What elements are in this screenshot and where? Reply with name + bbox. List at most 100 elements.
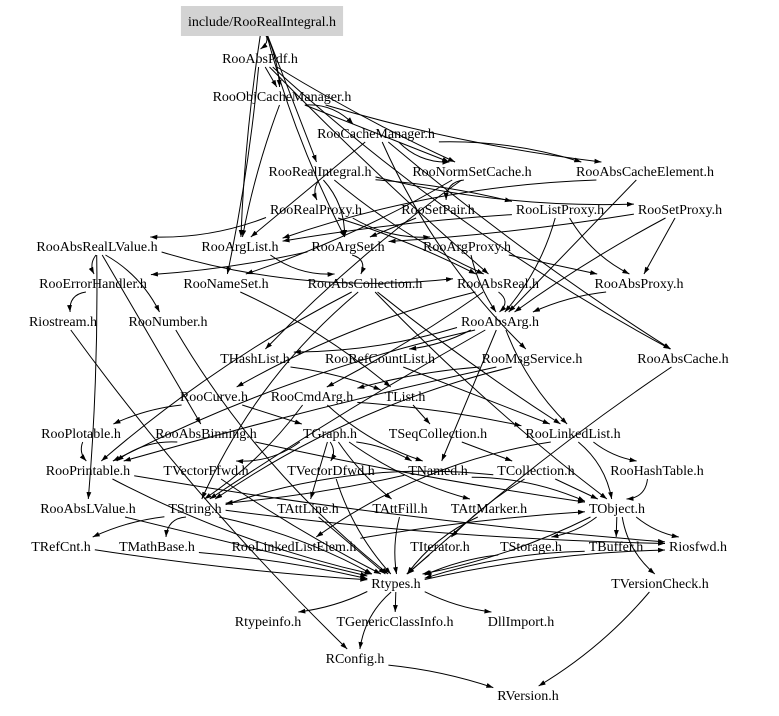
graph-node-RooHashTable[interactable]: RooHashTable.h xyxy=(610,464,704,479)
edge-RooAbsReal-to-RooCmdArg xyxy=(326,291,484,388)
graph-node-RooArgSet[interactable]: RooArgSet.h xyxy=(311,240,384,255)
graph-node-RooMsgService[interactable]: RooMsgService.h xyxy=(482,352,583,367)
edge-TVectorDfwd-to-Rtypes xyxy=(335,478,392,575)
edge-RooLinkedList-to-RooLinkedListElem xyxy=(315,441,551,538)
graph-node-TSeqCollection[interactable]: TSeqCollection.h xyxy=(389,427,487,442)
graph-node-RooNormSetCache[interactable]: RooNormSetCache.h xyxy=(412,165,531,180)
graph-node-RooPrintable[interactable]: RooPrintable.h xyxy=(46,464,130,479)
graph-node-RooAbsLValue[interactable]: RooAbsLValue.h xyxy=(40,502,136,517)
graph-node-TVectorDfwd[interactable]: TVectorDfwd.h xyxy=(287,464,374,479)
node-label: Riosfwd.h xyxy=(669,540,727,555)
graph-node-RooRealIntegral[interactable]: RooRealIntegral.h xyxy=(268,165,371,180)
graph-node-TNamed[interactable]: TNamed.h xyxy=(408,464,467,479)
graph-node-TString[interactable]: TString.h xyxy=(168,502,221,517)
graph-node-RooListProxy[interactable]: RooListProxy.h xyxy=(516,203,604,218)
edge-TCollection-to-TObject xyxy=(554,478,599,500)
graph-node-TGenericClassInfo[interactable]: TGenericClassInfo.h xyxy=(336,615,453,630)
graph-node-TCollection[interactable]: TCollection.h xyxy=(497,464,574,479)
graph-node-RooAbsPdf[interactable]: RooAbsPdf.h xyxy=(222,52,298,67)
edge-RooSetProxy-to-RooAbsProxy xyxy=(643,217,676,275)
edge-RooAbsCollection-to-TString xyxy=(201,291,359,500)
node-label: TString.h xyxy=(168,502,221,517)
node-label: TGenericClassInfo.h xyxy=(336,615,453,630)
graph-node-Rtypeinfo[interactable]: Rtypeinfo.h xyxy=(235,615,302,630)
graph-node-RooAbsCacheElement[interactable]: RooAbsCacheElement.h xyxy=(576,165,714,180)
graph-node-TAttMarker[interactable]: TAttMarker.h xyxy=(451,502,527,517)
graph-node-Rtypes[interactable]: Rtypes.h xyxy=(371,577,420,592)
node-label: RooRealIntegral.h xyxy=(268,165,371,180)
graph-node-TVectorFfwd[interactable]: TVectorFfwd.h xyxy=(163,464,248,479)
edge-TVersionCheck-to-RVersion xyxy=(538,591,650,687)
graph-node-RVersion[interactable]: RVersion.h xyxy=(497,689,559,704)
node-label: TBuffer.h xyxy=(589,540,644,555)
graph-node-THashList[interactable]: THashList.h xyxy=(220,352,290,367)
node-label: RooNumber.h xyxy=(129,315,208,330)
edge-RooAbsCollection-to-RooPrintable xyxy=(100,291,352,462)
graph-node-TStorage[interactable]: TStorage.h xyxy=(500,540,562,555)
node-label: RooArgProxy.h xyxy=(423,240,511,255)
graph-node-TVersionCheck[interactable]: TVersionCheck.h xyxy=(611,577,709,592)
graph-node-TGraph[interactable]: TGraph.h xyxy=(303,427,357,442)
graph-node-RooSetProxy[interactable]: RooSetProxy.h xyxy=(638,203,722,218)
graph-node-TObject[interactable]: TObject.h xyxy=(589,502,645,517)
edge-RooCacheManager-to-RooAbsCache xyxy=(387,141,671,350)
graph-node-RooAbsCache[interactable]: RooAbsCache.h xyxy=(637,352,728,367)
node-label: Riostream.h xyxy=(29,315,97,330)
graph-node-RooAbsBinning[interactable]: RooAbsBinning.h xyxy=(155,427,257,442)
graph-node-RooArgList[interactable]: RooArgList.h xyxy=(201,240,278,255)
graph-node-RooAbsArg[interactable]: RooAbsArg.h xyxy=(461,315,539,330)
graph-edges xyxy=(67,29,679,689)
graph-node-root[interactable]: include/RooRealIntegral.h xyxy=(180,6,344,36)
edge-RooCacheManager-to-RooArgList xyxy=(250,141,366,238)
graph-node-RooErrorHandler[interactable]: RooErrorHandler.h xyxy=(39,277,147,292)
graph-node-RooAbsReal[interactable]: RooAbsReal.h xyxy=(457,277,539,292)
graph-node-RooPlotable[interactable]: RooPlotable.h xyxy=(41,427,121,442)
edge-RooAbsRealLValue-to-RooAbsReal xyxy=(161,251,454,284)
edge-TGraph-to-TAttLine xyxy=(310,441,328,500)
graph-node-TIterator[interactable]: TIterator.h xyxy=(410,540,469,555)
graph-node-RooCurve[interactable]: RooCurve.h xyxy=(180,390,248,405)
graph-node-TList[interactable]: TList.h xyxy=(385,390,426,405)
edge-RooPrintable-to-Rtypes xyxy=(112,478,372,575)
graph-node-TMathBase[interactable]: TMathBase.h xyxy=(119,540,195,555)
graph-node-RooAbsProxy[interactable]: RooAbsProxy.h xyxy=(595,277,684,292)
graph-node-RooNameSet[interactable]: RooNameSet.h xyxy=(183,277,268,292)
edge-RooCurve-to-TGraph xyxy=(242,404,302,425)
graph-node-RooRealProxy[interactable]: RooRealProxy.h xyxy=(270,203,362,218)
graph-node-TAttLine[interactable]: TAttLine.h xyxy=(277,502,338,517)
graph-node-RooSetPair[interactable]: RooSetPair.h xyxy=(401,203,475,218)
edge-TIterator-to-Rtypes xyxy=(406,554,430,575)
edge-TRefCnt-to-Rtypes xyxy=(94,549,368,582)
graph-node-RooObjCacheManager[interactable]: RooObjCacheManager.h xyxy=(213,90,352,105)
graph-node-TAttFill[interactable]: TAttFill.h xyxy=(372,502,427,517)
edge-RooLinkedListElem-to-TObject xyxy=(360,509,585,539)
graph-node-RooAbsCollection[interactable]: RooAbsCollection.h xyxy=(308,277,423,292)
edge-root-to-RooArgList xyxy=(238,29,262,238)
graph-node-TBuffer[interactable]: TBuffer.h xyxy=(589,540,644,555)
edge-TList-to-TSeqCollection xyxy=(412,404,431,425)
graph-node-RooAbsRealLValue[interactable]: RooAbsRealLValue.h xyxy=(36,240,157,255)
edge-TGraph-to-TAttMarker xyxy=(348,441,471,500)
node-label: RooRealProxy.h xyxy=(270,203,362,218)
edge-RooAbsBinning-to-TObject xyxy=(255,441,585,504)
graph-node-RooLinkedList[interactable]: RooLinkedList.h xyxy=(525,427,620,442)
graph-node-DllImport[interactable]: DllImport.h xyxy=(488,615,555,630)
node-label: RVersion.h xyxy=(497,689,559,704)
root-node-box xyxy=(180,6,344,36)
graph-node-RooNumber[interactable]: RooNumber.h xyxy=(129,315,208,330)
node-label: Rtypes.h xyxy=(371,577,420,592)
node-label: RooNameSet.h xyxy=(183,277,268,292)
edge-TAttLine-to-Rtypes xyxy=(318,516,386,575)
graph-node-RooRefCountList[interactable]: RooRefCountList.h xyxy=(325,352,435,367)
node-label: TAttLine.h xyxy=(277,502,338,517)
graph-node-TRefCnt[interactable]: TRefCnt.h xyxy=(31,540,91,555)
graph-node-RooLinkedListElem[interactable]: RooLinkedListElem.h xyxy=(232,540,357,555)
graph-node-Riosfwd[interactable]: Riosfwd.h xyxy=(669,540,727,555)
graph-node-RConfig[interactable]: RConfig.h xyxy=(326,652,385,667)
graph-node-RooCacheManager[interactable]: RooCacheManager.h xyxy=(317,127,435,142)
graph-node-Riostream[interactable]: Riostream.h xyxy=(29,315,97,330)
edge-TString-to-Rtypes xyxy=(218,516,373,575)
graph-node-RooArgProxy[interactable]: RooArgProxy.h xyxy=(423,240,511,255)
graph-node-RooCmdArg[interactable]: RooCmdArg.h xyxy=(271,390,354,405)
edge-RooListProxy-to-RooArgList xyxy=(282,214,512,243)
